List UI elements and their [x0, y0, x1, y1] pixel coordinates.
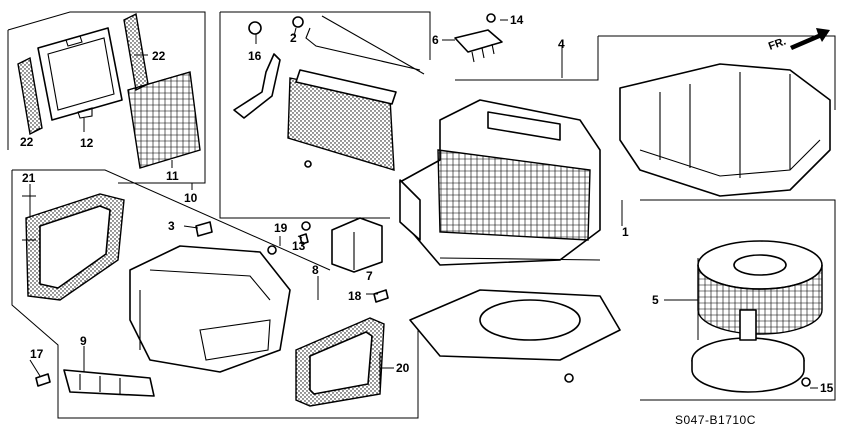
scroll-case-cover: [619, 63, 831, 197]
callout-numbers: 1 2 3 4 5 6 7 8 9 10 11 12 13 14 15 16 1…: [20, 13, 834, 395]
callout-1: 1: [622, 225, 629, 239]
blower-fan-motor: [691, 240, 823, 393]
front-direction-label: FR.: [767, 35, 788, 52]
air-filter-element: [127, 71, 201, 169]
callout-16: 16: [248, 49, 262, 63]
mode-actuator: [267, 217, 383, 273]
callout-7: 7: [366, 269, 373, 283]
gasket-21: [25, 193, 125, 301]
callout-20: 20: [396, 361, 410, 375]
front-direction-indicator: FR.: [767, 28, 830, 53]
callout-3: 3: [168, 219, 175, 233]
group-boundary-lines: [7, 11, 836, 419]
blower-housing: [399, 99, 601, 266]
callout-22a: 22: [152, 49, 166, 63]
clip-3: [195, 221, 213, 237]
callout-6: 6: [432, 33, 439, 47]
callout-5: 5: [652, 293, 659, 307]
callout-22b: 22: [20, 135, 34, 149]
callout-13: 13: [292, 239, 306, 253]
callout-10: 10: [184, 191, 198, 205]
callout-4: 4: [558, 37, 565, 51]
screws: [35, 233, 389, 387]
callout-11: 11: [166, 169, 179, 183]
duct-assembly: [129, 245, 291, 373]
callout-9: 9: [80, 334, 87, 348]
blower-resistor: [454, 13, 503, 63]
callout-8: 8: [312, 263, 319, 277]
callout-19: 19: [274, 221, 288, 235]
bracket-9: [63, 369, 155, 397]
mounting-plate: [409, 289, 621, 383]
leader-lines: [22, 19, 818, 389]
callout-2: 2: [290, 31, 297, 45]
callout-15: 15: [820, 381, 834, 395]
callout-17: 17: [30, 347, 44, 361]
filter-frame: [37, 27, 123, 121]
diagram-code: S047-B1710C: [675, 413, 756, 427]
callout-21: 21: [22, 171, 36, 185]
callout-14: 14: [510, 13, 524, 27]
callout-12: 12: [80, 136, 94, 150]
linkage-parts: [233, 15, 425, 119]
gasket-20: [295, 317, 385, 407]
callout-18: 18: [348, 289, 362, 303]
heater-core-panel: [287, 69, 397, 171]
